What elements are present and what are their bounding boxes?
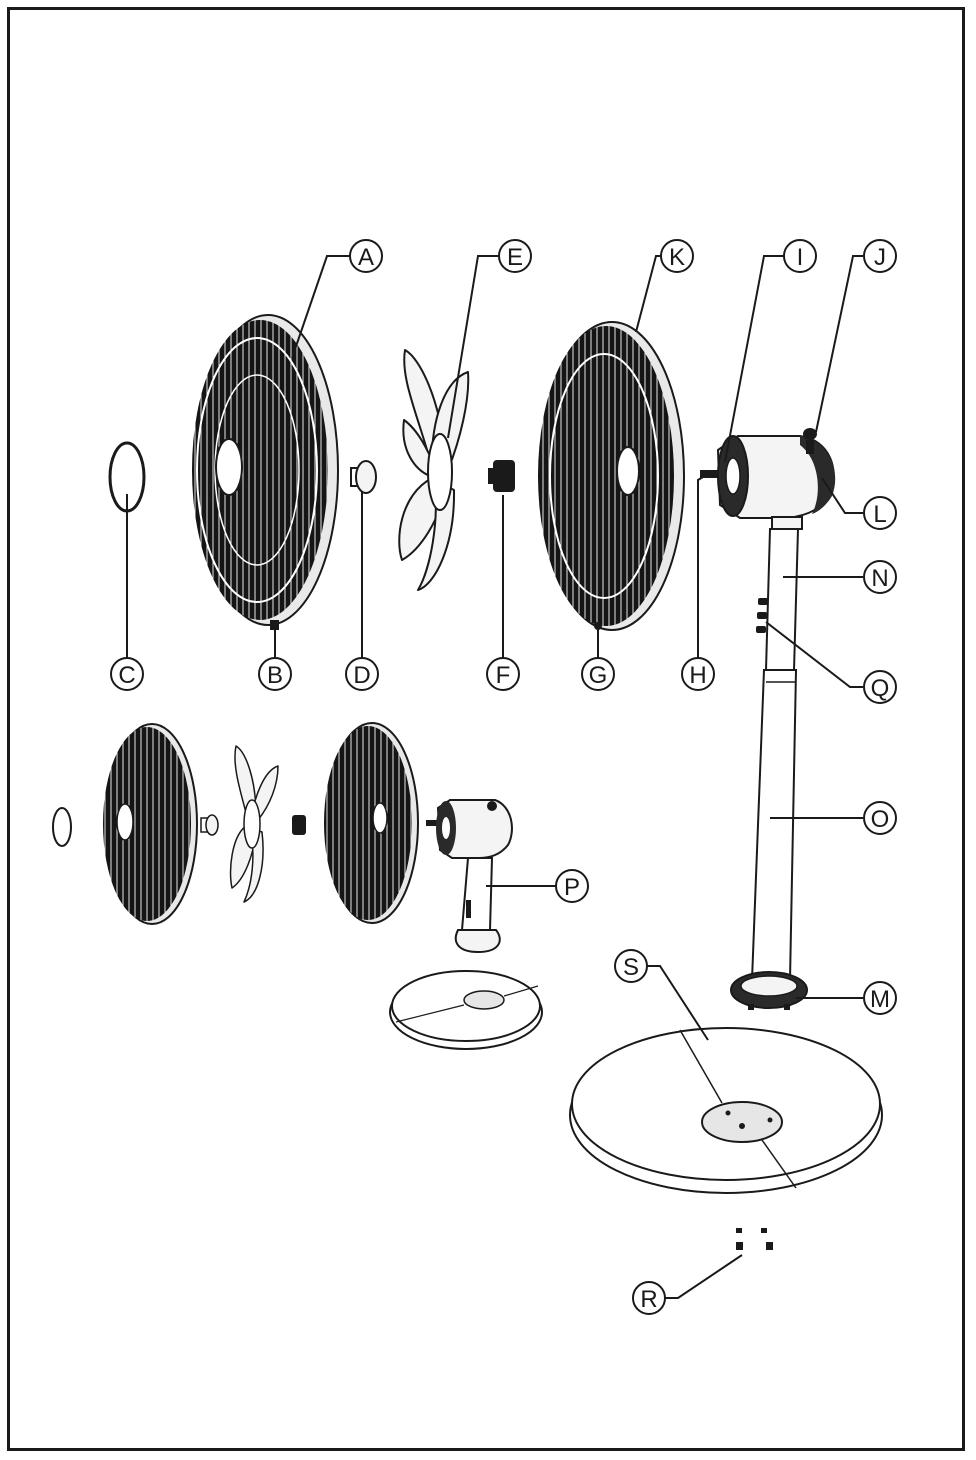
callout-k: K: [660, 239, 694, 273]
label-f: F: [496, 662, 511, 689]
spinner-d: [350, 460, 377, 494]
label-h: H: [689, 662, 706, 689]
label-g: G: [589, 662, 608, 689]
callout-n: N: [863, 560, 897, 594]
callout-e: E: [498, 239, 532, 273]
callout-f: F: [486, 657, 520, 691]
label-k: K: [669, 244, 685, 271]
callout-i: I: [783, 239, 817, 273]
callout-c: C: [110, 657, 144, 691]
callout-b: B: [258, 657, 292, 691]
rear-guard-k: [538, 321, 685, 631]
nut-f: [488, 460, 515, 492]
callout-p: P: [555, 869, 589, 903]
label-e: E: [507, 244, 523, 271]
callout-m: M: [863, 981, 897, 1015]
label-n: N: [871, 565, 888, 592]
label-m: M: [870, 986, 890, 1013]
callout-j: J: [863, 239, 897, 273]
label-j: J: [874, 244, 886, 271]
callout-r: R: [632, 1281, 666, 1315]
motor-housing: [700, 428, 836, 519]
callout-h: H: [681, 657, 715, 691]
desk-fan-variant: [52, 722, 543, 1050]
callout-l: L: [863, 496, 897, 530]
callout-d: D: [345, 657, 379, 691]
callout-g: G: [581, 657, 615, 691]
label-r: R: [640, 1286, 657, 1313]
label-s: S: [623, 954, 639, 981]
callout-o: O: [863, 801, 897, 835]
label-l: L: [873, 501, 886, 528]
label-d: D: [353, 662, 370, 689]
page-border: [7, 7, 965, 1451]
label-i: I: [797, 244, 804, 271]
label-a: A: [358, 244, 374, 271]
lower-pole-o: [750, 669, 798, 981]
label-c: C: [118, 662, 135, 689]
callout-s: S: [614, 949, 648, 983]
guard-bottom-g: [594, 622, 602, 630]
upper-pole-n: [764, 516, 803, 671]
callout-q: Q: [863, 670, 897, 704]
label-b: B: [267, 662, 283, 689]
speed-buttons-q: [756, 598, 768, 633]
label-q: Q: [871, 675, 890, 702]
leader-lines: [126, 255, 863, 1299]
screws-r: [736, 1228, 773, 1250]
blade-e: [398, 349, 470, 591]
callout-a: A: [349, 239, 383, 273]
round-base-s: [569, 1027, 883, 1194]
label-o: O: [871, 806, 890, 833]
guard-clip-b: [270, 620, 279, 630]
label-p: P: [564, 874, 580, 901]
base-collar-m: [730, 971, 808, 1010]
front-guard-a: [192, 314, 339, 626]
